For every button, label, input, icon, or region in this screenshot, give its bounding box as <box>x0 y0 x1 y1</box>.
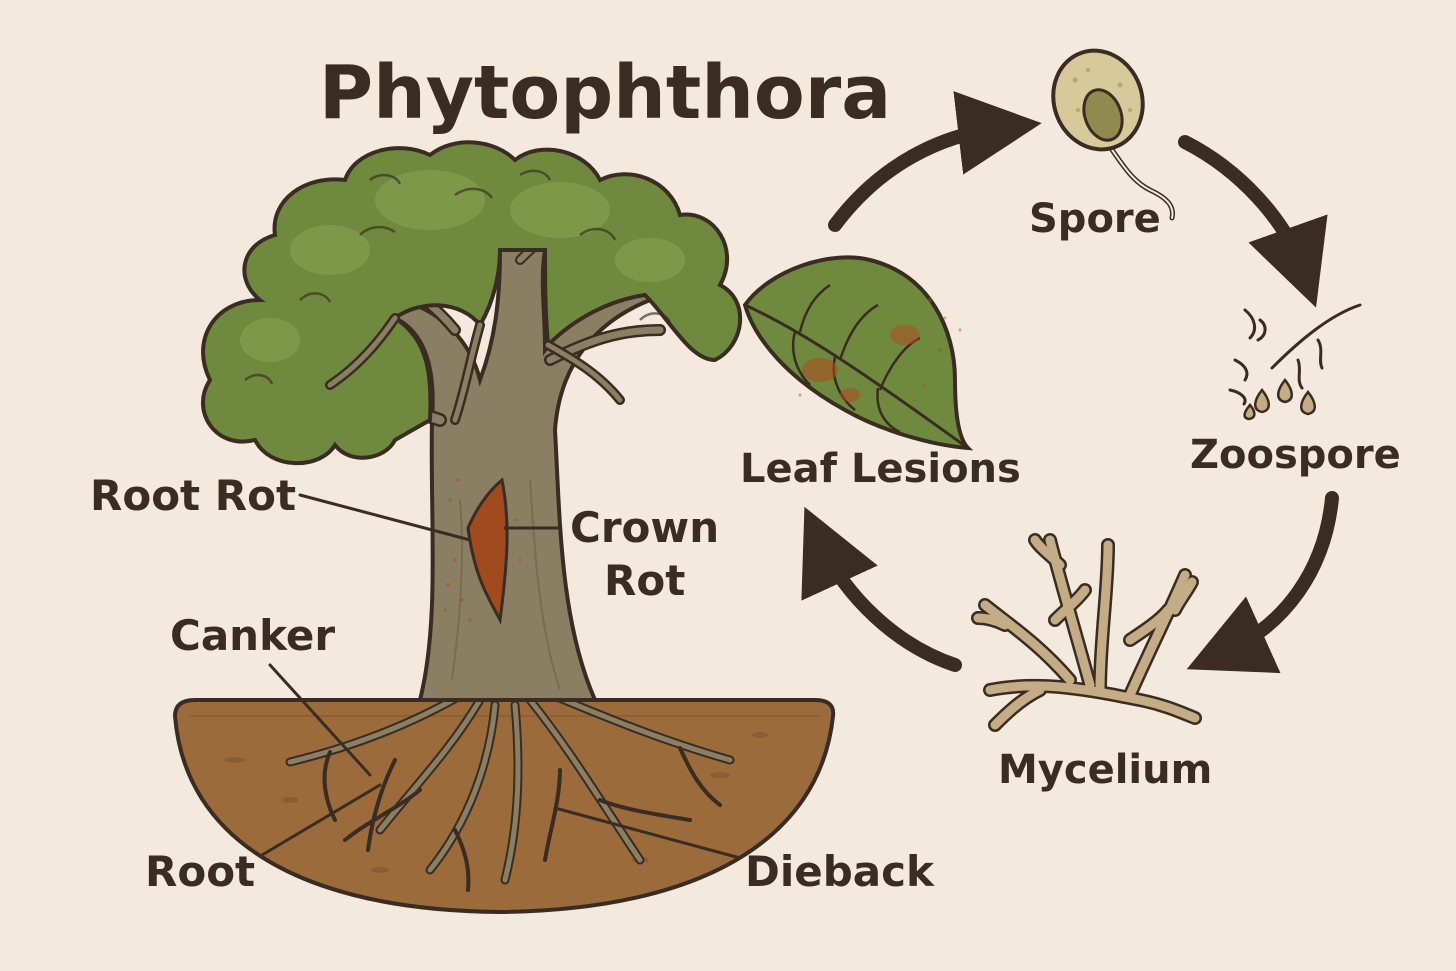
zoospore-illustration <box>1230 305 1360 419</box>
spore-label: Spore <box>1029 196 1161 242</box>
root-label: Root <box>145 847 255 896</box>
root-rot-label: Root Rot <box>90 471 296 520</box>
arrow-mycelium-to-leaf <box>822 545 955 665</box>
mycelium-label: Mycelium <box>998 747 1212 793</box>
leaf-lesion-illustration <box>745 257 968 448</box>
arrow-zoospore-to-mycelium <box>1225 498 1332 652</box>
dieback-label: Dieback <box>745 847 935 896</box>
canker-label: Canker <box>170 611 335 660</box>
mycelium-illustration <box>978 540 1195 725</box>
spore-illustration <box>1040 38 1173 218</box>
leaf-lesions-label: Leaf Lesions <box>740 446 1021 492</box>
arrow-spore-to-zoospore <box>1185 142 1302 268</box>
crown-rot-label-line1: Crown <box>570 503 719 552</box>
zoospore-label: Zoospore <box>1190 432 1401 478</box>
arrow-leaf-to-spore <box>835 128 1000 225</box>
crown-rot-label-line2: Rot <box>604 556 685 605</box>
diagram-title: Phytophthora <box>319 50 891 136</box>
